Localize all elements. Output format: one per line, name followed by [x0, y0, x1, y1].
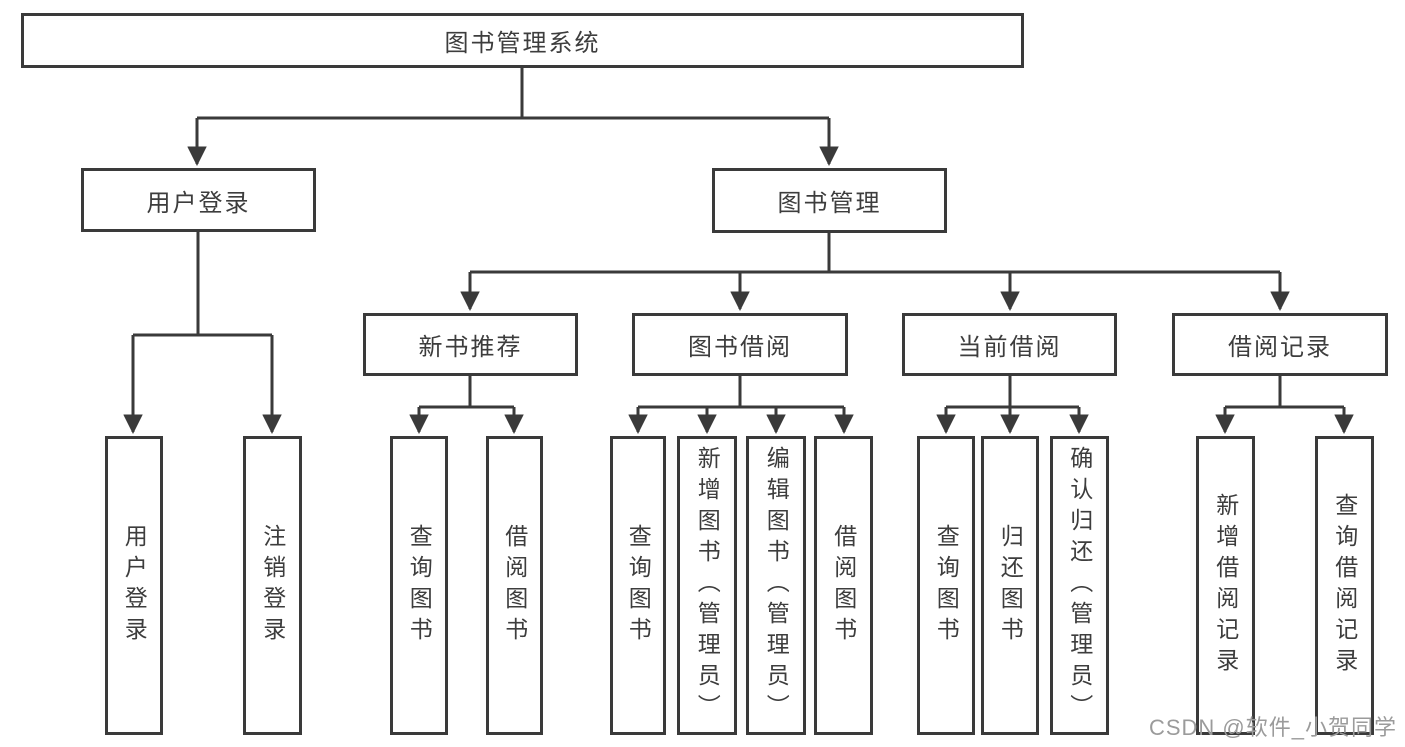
leaf-confirm-return-admin: 确认归还（管理员） [1050, 436, 1109, 735]
leaf-query-borrow-record: 查询借阅记录 [1315, 436, 1374, 735]
leaf-query-books-current: 查询图书 [917, 436, 975, 735]
node-borrow-records: 借阅记录 [1172, 313, 1388, 376]
node-user-login: 用户登录 [81, 168, 316, 232]
leaf-edit-books-admin: 编辑图书（管理员） [746, 436, 806, 735]
csdn-watermark: CSDN @软件_小贺同学 [1148, 715, 1397, 740]
leaf-query-books-recommend: 查询图书 [390, 436, 448, 735]
leaf-add-borrow-record: 新增借阅记录 [1196, 436, 1255, 735]
leaf-borrow-books: 借阅图书 [814, 436, 873, 735]
node-book-management: 图书管理 [712, 168, 947, 233]
leaf-query-books-borrow: 查询图书 [610, 436, 666, 735]
leaf-return-books: 归还图书 [981, 436, 1039, 735]
node-new-book-recommend: 新书推荐 [363, 313, 578, 376]
leaf-user-login: 用户登录 [105, 436, 163, 735]
node-book-borrowing: 图书借阅 [632, 313, 848, 376]
leaf-add-books-admin: 新增图书（管理员） [677, 436, 737, 735]
node-library-system: 图书管理系统 [21, 13, 1024, 68]
leaf-logout: 注销登录 [243, 436, 302, 735]
node-current-borrowing: 当前借阅 [902, 313, 1117, 376]
leaf-borrow-books-recommend: 借阅图书 [486, 436, 543, 735]
